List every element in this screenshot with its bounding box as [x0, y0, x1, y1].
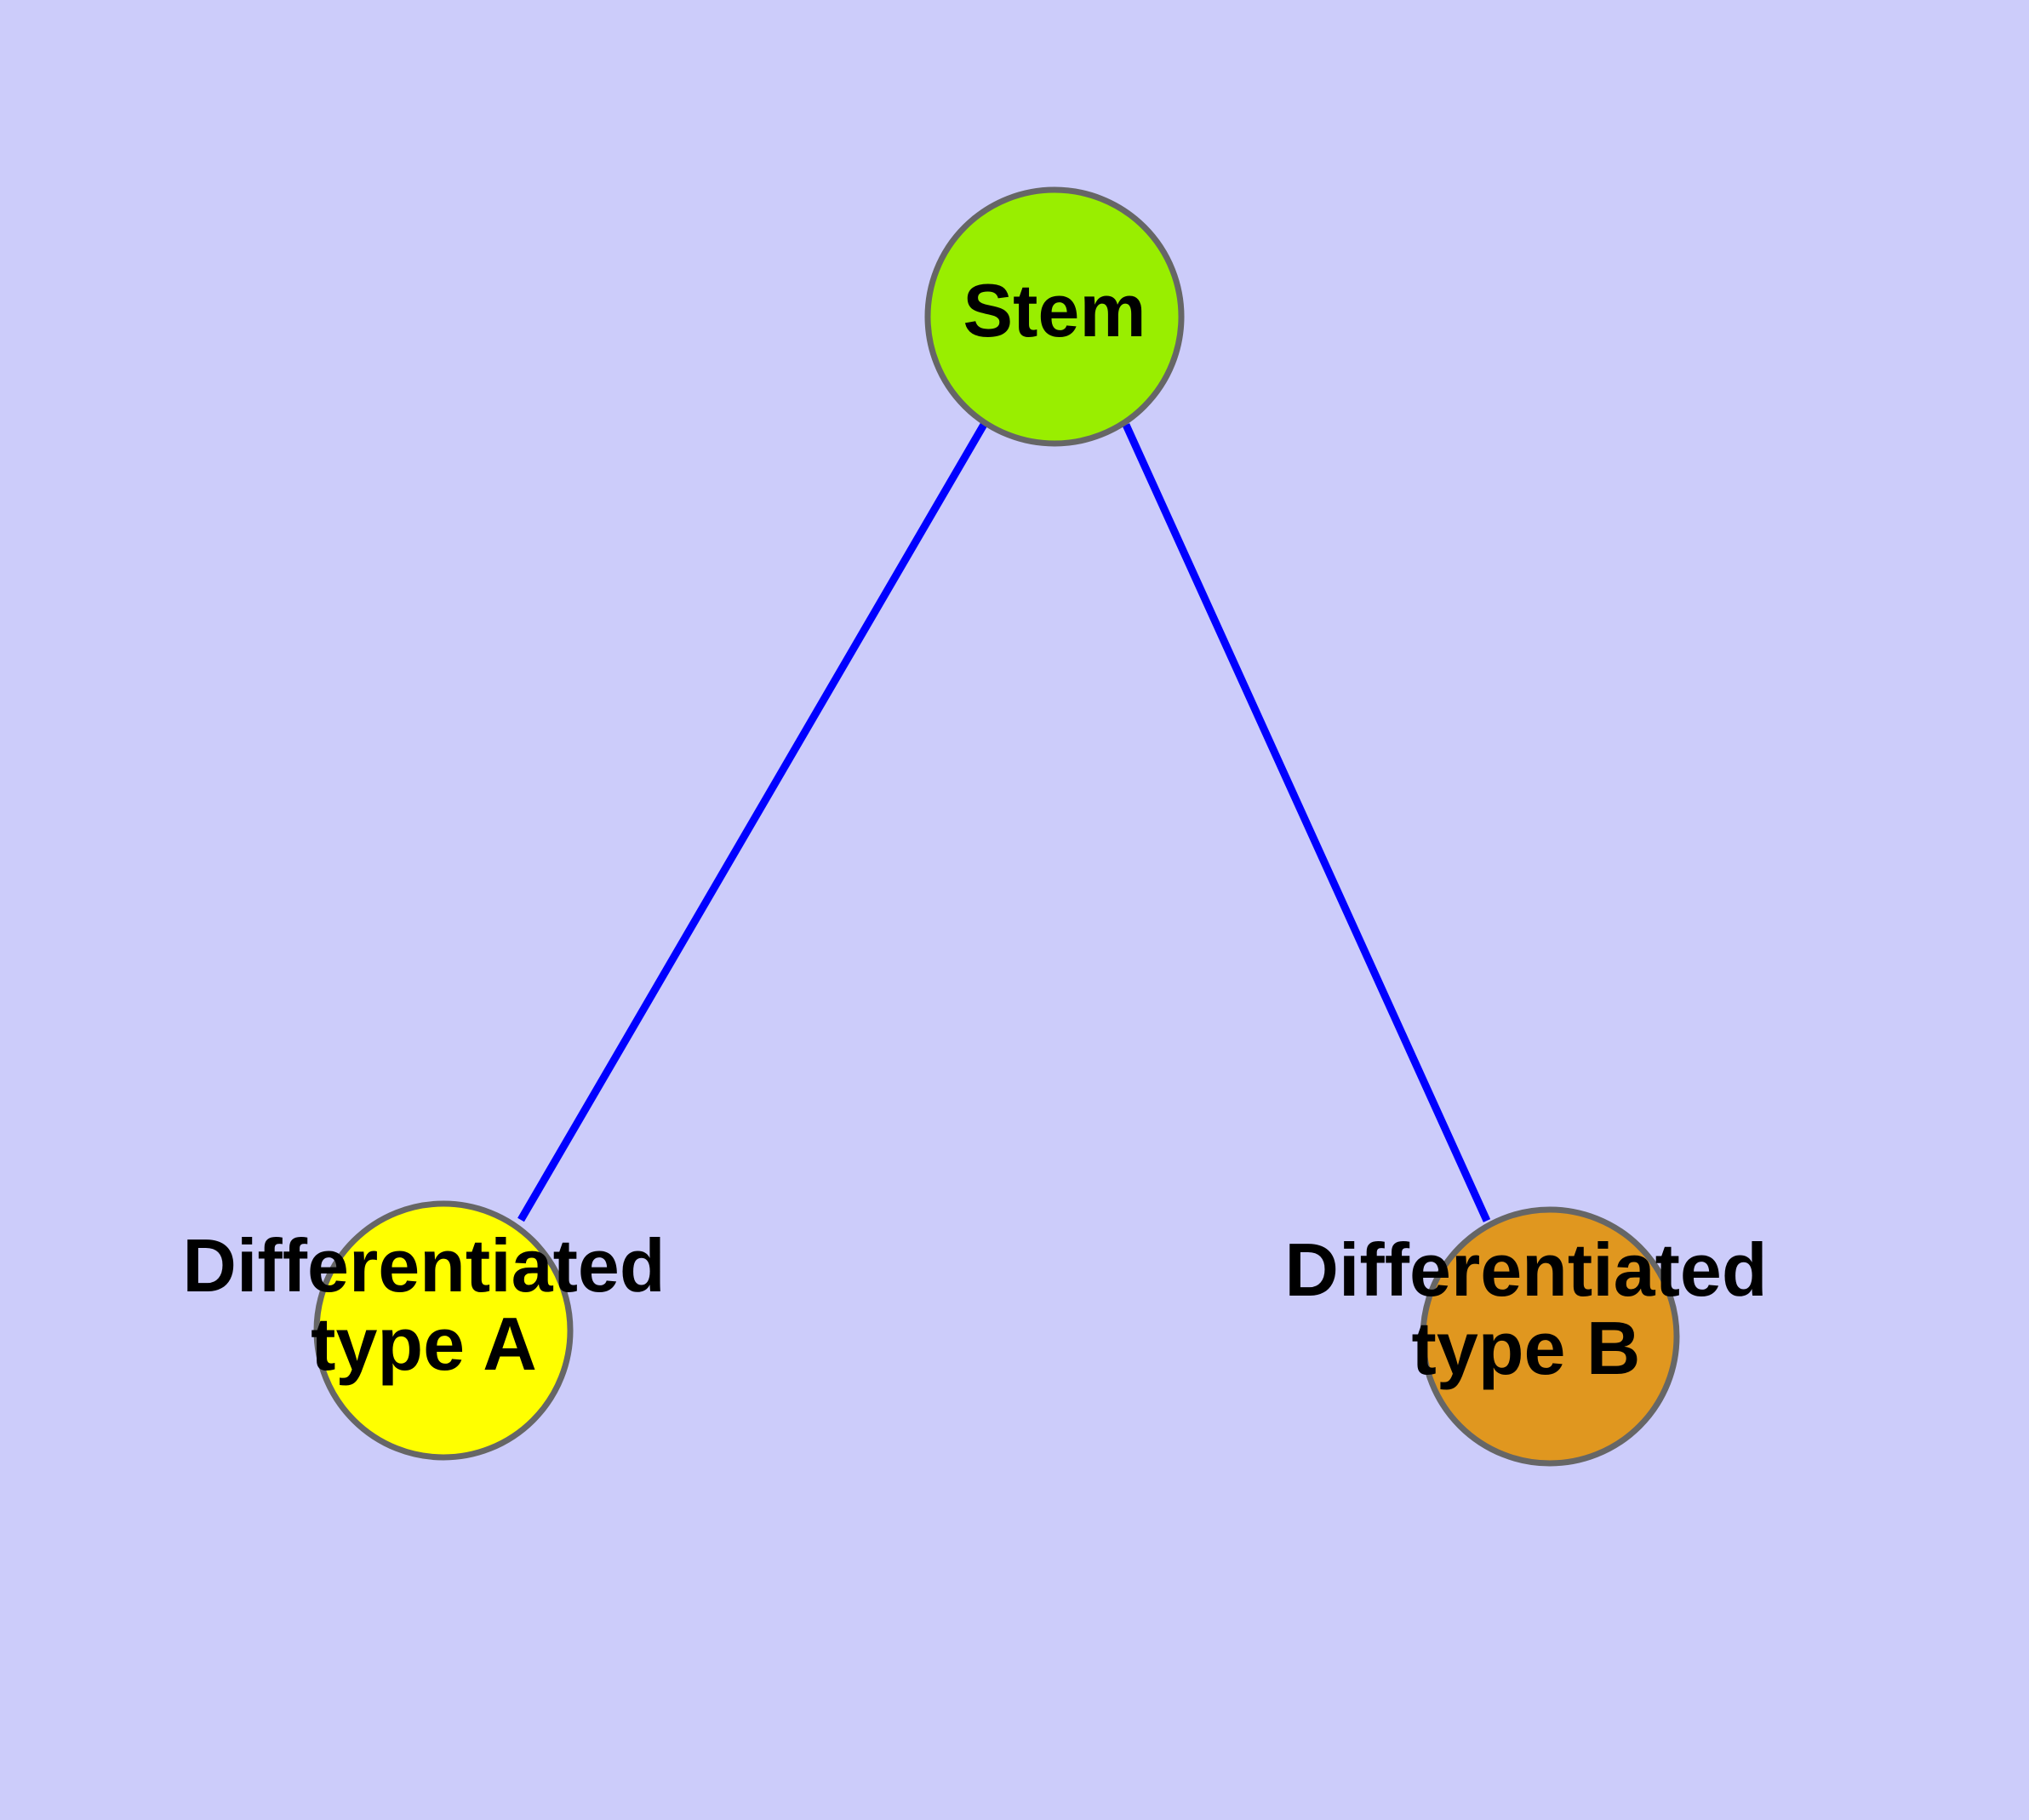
node-label-line: Differentiated	[1284, 1228, 1767, 1312]
node-label-line: type B	[1412, 1306, 1641, 1390]
node-circle-stem[interactable]	[924, 186, 1185, 447]
edge-stem-to-diff-a	[517, 421, 988, 1222]
node-label-line: Differentiated	[182, 1223, 665, 1308]
node-circle-diff-a[interactable]	[313, 1200, 574, 1461]
node-stem[interactable]: Stem	[924, 186, 1185, 447]
node-label-stem: Stem	[963, 268, 1146, 352]
node-label-line: type A	[311, 1302, 537, 1386]
node-label-line: Stem	[963, 268, 1146, 352]
edge-stem-to-diff-b	[1122, 423, 1491, 1222]
node-circle-diff-b[interactable]	[1420, 1206, 1680, 1467]
edges-layer	[517, 421, 1491, 1222]
